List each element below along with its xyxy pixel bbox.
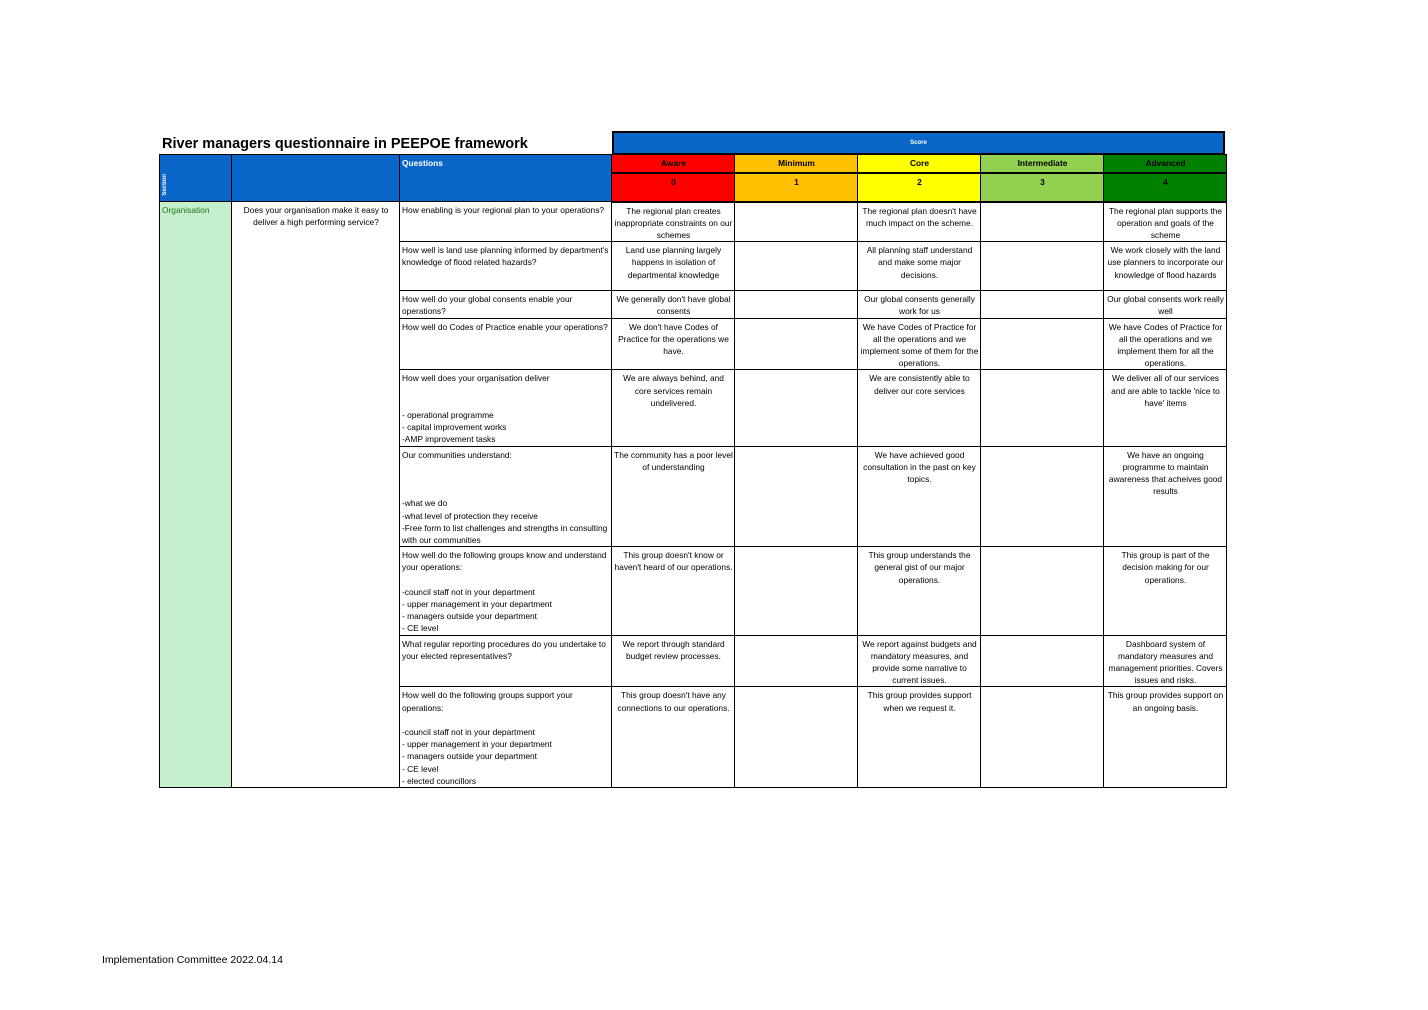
minimum-cell [734, 290, 858, 319]
score-advanced: 4 [1103, 171, 1227, 203]
aware-cell: This group doesn't know or haven't heard… [611, 546, 735, 636]
table-row: How well do Codes of Practice enable you… [160, 317, 1227, 371]
minimum-cell [734, 546, 858, 636]
minimum-cell [734, 369, 858, 447]
core-cell: Our global consents generally work for u… [857, 290, 981, 319]
question-cell: How well do your global consents enable … [399, 290, 612, 319]
minimum-cell [734, 634, 858, 688]
aware-cell: This group doesn't have any connections … [611, 686, 735, 789]
intermediate-cell [980, 369, 1104, 447]
question-cell: How well do Codes of Practice enable you… [399, 317, 612, 371]
advanced-cell: We work closely with the land use planne… [1103, 241, 1227, 292]
intermediate-cell [980, 686, 1104, 789]
score-minimum: 1 [734, 171, 858, 203]
score-number-row: 0 1 2 3 4 [160, 171, 1227, 203]
question-cell: How well do the following groups support… [399, 686, 612, 789]
section-header-label: Section [162, 174, 168, 196]
aware-cell: We don't have Codes of Practice for the … [611, 317, 735, 371]
level-intermediate-header: Intermediate [980, 154, 1104, 173]
intermediate-cell [980, 200, 1104, 243]
minimum-cell [734, 445, 858, 548]
question-cell: Our communities understand: -what we do … [399, 445, 612, 548]
aware-cell: We are always behind, and core services … [611, 369, 735, 447]
question-cell: What regular reporting procedures do you… [399, 634, 612, 688]
minimum-cell [734, 241, 858, 292]
core-cell: We have achieved good consultation in th… [857, 445, 981, 548]
aware-cell: The community has a poor level of unders… [611, 445, 735, 548]
intermediate-cell [980, 290, 1104, 319]
intermediate-cell [980, 634, 1104, 688]
topic-cell: Does your organisation make it easy to d… [231, 200, 400, 789]
section-cell: Organisation [159, 200, 232, 789]
question-cell: How well is land use planning informed b… [399, 241, 612, 292]
score-intermediate: 3 [980, 171, 1104, 203]
questions-header: Questions [399, 154, 612, 202]
level-minimum-header: Minimum [734, 154, 858, 173]
table-row: How well do the following groups support… [160, 686, 1227, 789]
table-row: How well is land use planning informed b… [160, 241, 1227, 292]
level-core-header: Core [857, 154, 981, 173]
core-cell: This group understands the general gist … [857, 546, 981, 636]
aware-cell: We report through standard budget review… [611, 634, 735, 688]
minimum-cell [734, 686, 858, 789]
page-title: River managers questionnaire in PEEPOE f… [162, 136, 528, 152]
score-core: 2 [857, 171, 981, 203]
aware-cell: The regional plan creates inappropriate … [611, 200, 735, 243]
score-label: Score [910, 140, 927, 146]
core-cell: We report against budgets and mandatory … [857, 634, 981, 688]
footer-text: Implementation Committee 2022.04.14 [102, 954, 283, 966]
advanced-cell: The regional plan supports the operation… [1103, 200, 1227, 243]
score-aware: 0 [611, 171, 735, 203]
table-row: What regular reporting procedures do you… [160, 634, 1227, 688]
advanced-cell: We deliver all of our services and are a… [1103, 369, 1227, 447]
question-cell: How enabling is your regional plan to yo… [399, 200, 612, 243]
advanced-cell: This group provides support on an ongoin… [1103, 686, 1227, 789]
minimum-cell [734, 200, 858, 243]
questionnaire-table: Section Questions Aware Minimum Core Int… [159, 154, 1227, 789]
intermediate-cell [980, 317, 1104, 371]
table-row: Organisation Does your organisation make… [159, 200, 1227, 789]
level-aware-header: Aware [611, 154, 735, 173]
core-cell: The regional plan doesn't have much impa… [857, 200, 981, 243]
core-cell: We have Codes of Practice for all the op… [857, 317, 981, 371]
aware-cell: Land use planning largely happens in iso… [611, 241, 735, 292]
advanced-cell: Our global consents work really well [1103, 290, 1227, 319]
advanced-cell: We have Codes of Practice for all the op… [1103, 317, 1227, 371]
level-advanced-header: Advanced [1103, 154, 1227, 173]
intermediate-cell [980, 546, 1104, 636]
table-row: How well do the following groups know an… [160, 546, 1227, 636]
question-cell: How well does your organisation deliver … [399, 369, 612, 447]
table-row: How well does your organisation deliver … [160, 369, 1227, 447]
intermediate-cell [980, 241, 1104, 292]
core-cell: This group provides support when we requ… [857, 686, 981, 789]
score-header: Score [612, 131, 1225, 155]
question-cell: How well do the following groups know an… [399, 546, 612, 636]
table-row: How well do your global consents enable … [160, 290, 1227, 319]
aware-cell: We generally don't have global consents [611, 290, 735, 319]
section-header: Section [159, 154, 232, 202]
level-header-row: Section Questions Aware Minimum Core Int… [159, 154, 1227, 202]
advanced-cell: Dashboard system of mandatory measures a… [1103, 634, 1227, 688]
minimum-cell [734, 317, 858, 371]
topic-header [231, 154, 400, 202]
core-cell: All planning staff understand and make s… [857, 241, 981, 292]
advanced-cell: We have an ongoing programme to maintain… [1103, 445, 1227, 548]
advanced-cell: This group is part of the decision makin… [1103, 546, 1227, 636]
intermediate-cell [980, 445, 1104, 548]
core-cell: We are consistently able to deliver our … [857, 369, 981, 447]
